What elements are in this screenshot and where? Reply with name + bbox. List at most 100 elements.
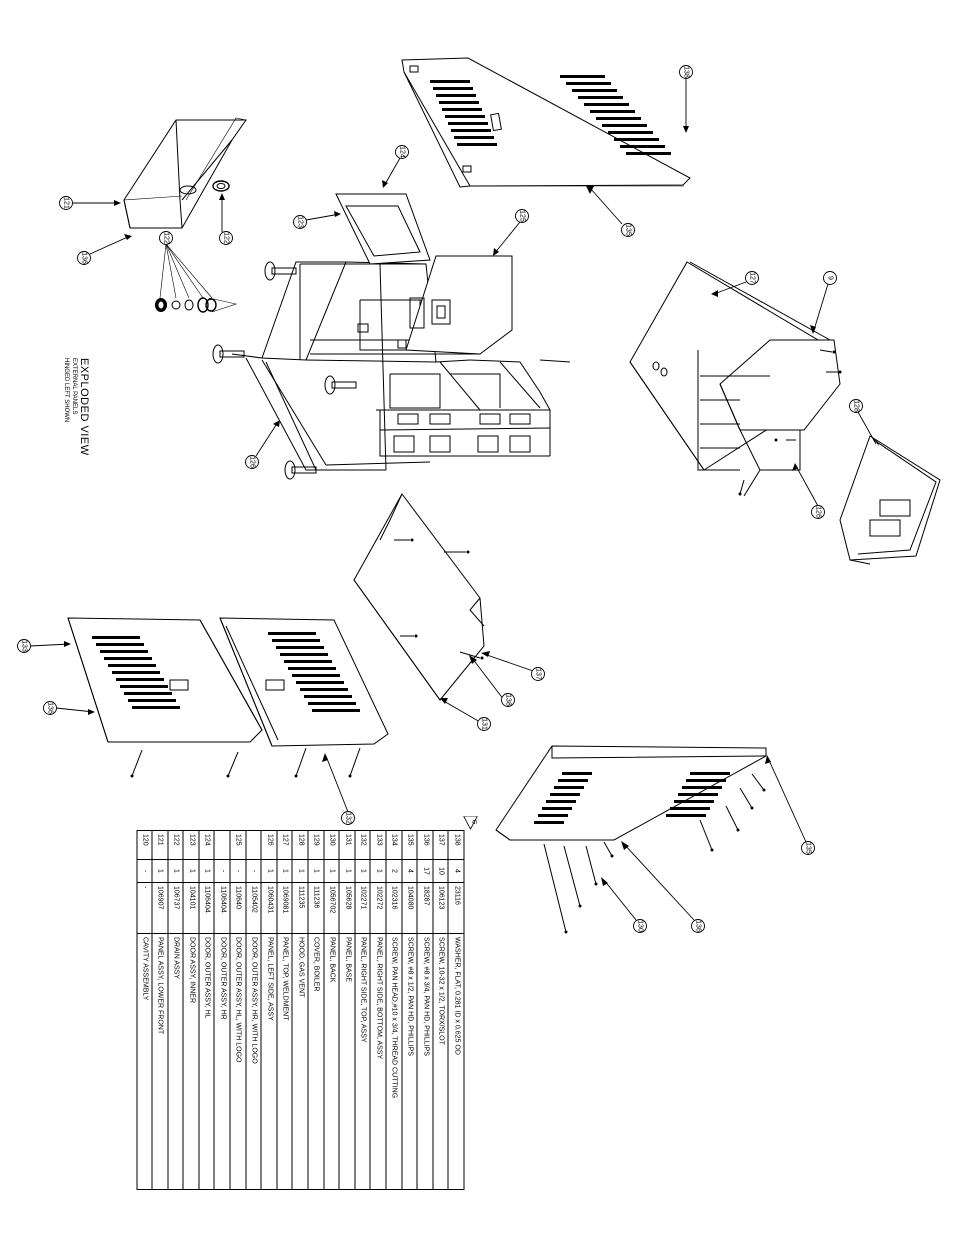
part-quantity: 4: [401, 859, 418, 883]
callout-124: 124: [395, 145, 409, 159]
svg-text:9: 9: [827, 276, 834, 280]
callout-131: 131: [477, 717, 491, 731]
part-item-number: 121: [152, 830, 168, 860]
part-quantity: 1: [183, 859, 199, 883]
part-quantity: 1: [354, 859, 371, 883]
part-quantity: 17: [417, 859, 433, 883]
part-quantity: -: [136, 859, 153, 883]
drain-fittings-row: [155, 297, 236, 313]
part-quantity: 1: [323, 859, 340, 883]
part-quantity: 1: [198, 859, 215, 883]
gas-vent-hood: [840, 436, 940, 564]
part-number: 104101: [183, 882, 199, 934]
boiler-cover: [698, 340, 840, 496]
part-item-number: 120: [136, 830, 153, 860]
leader-lines: [30, 78, 879, 920]
part-quantity: -: [230, 859, 246, 883]
callout-122-a: 122: [159, 231, 173, 245]
part-quantity: 2: [386, 859, 402, 883]
part-quantity: 1: [339, 859, 355, 883]
part-number: 111235: [292, 882, 309, 934]
callout-136-door: 136: [43, 701, 57, 715]
panel-right-side-top-left: [200, 618, 388, 746]
door-outer-assy: [406, 256, 512, 354]
svg-text:126: 126: [815, 506, 822, 518]
part-number: 1106404: [198, 882, 215, 934]
svg-text:123: 123: [297, 216, 304, 228]
callout-135-top: 135: [621, 223, 635, 237]
part-quantity: 1: [292, 859, 309, 883]
part-number: 102272: [370, 882, 387, 934]
callout-126-right: 126: [811, 505, 825, 519]
part-quantity: 1: [276, 859, 293, 883]
callout-122-b: 122: [219, 231, 233, 245]
callout-bubbles: 138 135 124 123 125 121 136 122 122 127 …: [17, 65, 863, 933]
part-quantity: -: [245, 859, 262, 883]
callout-133: 133: [17, 639, 31, 653]
part-quantity: 1: [261, 859, 277, 883]
panel-right-side-bottom: [68, 618, 262, 742]
svg-text:138: 138: [683, 66, 690, 78]
part-description: PANEL ASSY, LOWER FRONT: [152, 933, 168, 1190]
part-description: PANEL, TOP, WELDMENT: [276, 933, 293, 1190]
svg-text:121: 121: [63, 197, 70, 209]
revision-letter: G: [470, 819, 477, 825]
part-item-number: [214, 830, 231, 860]
part-item-number: 125: [230, 830, 246, 860]
part-quantity: 1: [167, 859, 184, 883]
callout-138-top: 138: [679, 65, 693, 79]
callout-125: 125: [515, 209, 529, 223]
part-number: -: [136, 882, 153, 934]
part-number: 1056702: [323, 882, 340, 934]
callout-137: 137: [531, 667, 545, 681]
callout-121: 121: [59, 196, 73, 210]
part-item-number: 137: [432, 830, 449, 860]
part-description: PANEL, RIGHT SIDE, BOTTOM, ASSY: [370, 933, 387, 1190]
vent-slots-side-left: [92, 636, 180, 709]
part-description: PANEL, BACK: [323, 933, 340, 1190]
screws-top-panel: [738, 350, 842, 496]
svg-text:131: 131: [481, 718, 488, 730]
callout-126-left: 126: [245, 455, 259, 469]
part-item-number: 126: [261, 830, 277, 860]
drawing-subtitle-1: EXTERNAL PANELS: [71, 358, 77, 415]
svg-text:124: 124: [399, 146, 406, 158]
drawing-title-block: EXPLODED VIEW EXTERNAL PANELS HINGED LEF…: [30, 358, 90, 558]
part-item-number: 130: [323, 830, 340, 860]
part-description: SCREW, PAN HEAD,#10 x 3/4, THREAD CUTTIN…: [386, 933, 402, 1190]
part-item-number: 132: [354, 830, 371, 860]
part-description: SCREW, #8 x 1/2, PAN HD, PHILLIPS: [401, 933, 418, 1190]
svg-text:133: 133: [21, 640, 28, 652]
part-number: 1069081: [276, 882, 293, 934]
part-description: DOOR ASSY, INNER: [183, 933, 199, 1190]
part-quantity: -: [214, 859, 231, 883]
svg-text:126: 126: [249, 456, 256, 468]
part-item-number: 131: [339, 830, 355, 860]
callout-130: 130: [633, 919, 647, 933]
panel-right-side-top: [402, 58, 690, 187]
vent-slots-top-left: [430, 80, 497, 146]
part-quantity: 1: [308, 859, 324, 883]
callout-136-left: 136: [77, 251, 91, 265]
part-description: CAVITY ASSEMBLY: [136, 933, 153, 1190]
part-description: PANEL, BASE: [339, 933, 355, 1190]
part-number: 18287: [417, 882, 433, 934]
callout-136-bot: 136: [691, 919, 705, 933]
inner-door-assy: [336, 194, 430, 332]
part-description: DOOR, OUTER ASSY, HL, WITH LOGO: [230, 933, 246, 1190]
svg-text:136: 136: [47, 702, 54, 714]
part-description: SCREW, 10-32 x 1/2, TORX/SLOT: [432, 933, 449, 1190]
part-quantity: 10: [432, 859, 449, 883]
panel-back: [496, 746, 766, 840]
cavity-frame: [232, 262, 570, 470]
part-number: 1106404: [214, 882, 231, 934]
